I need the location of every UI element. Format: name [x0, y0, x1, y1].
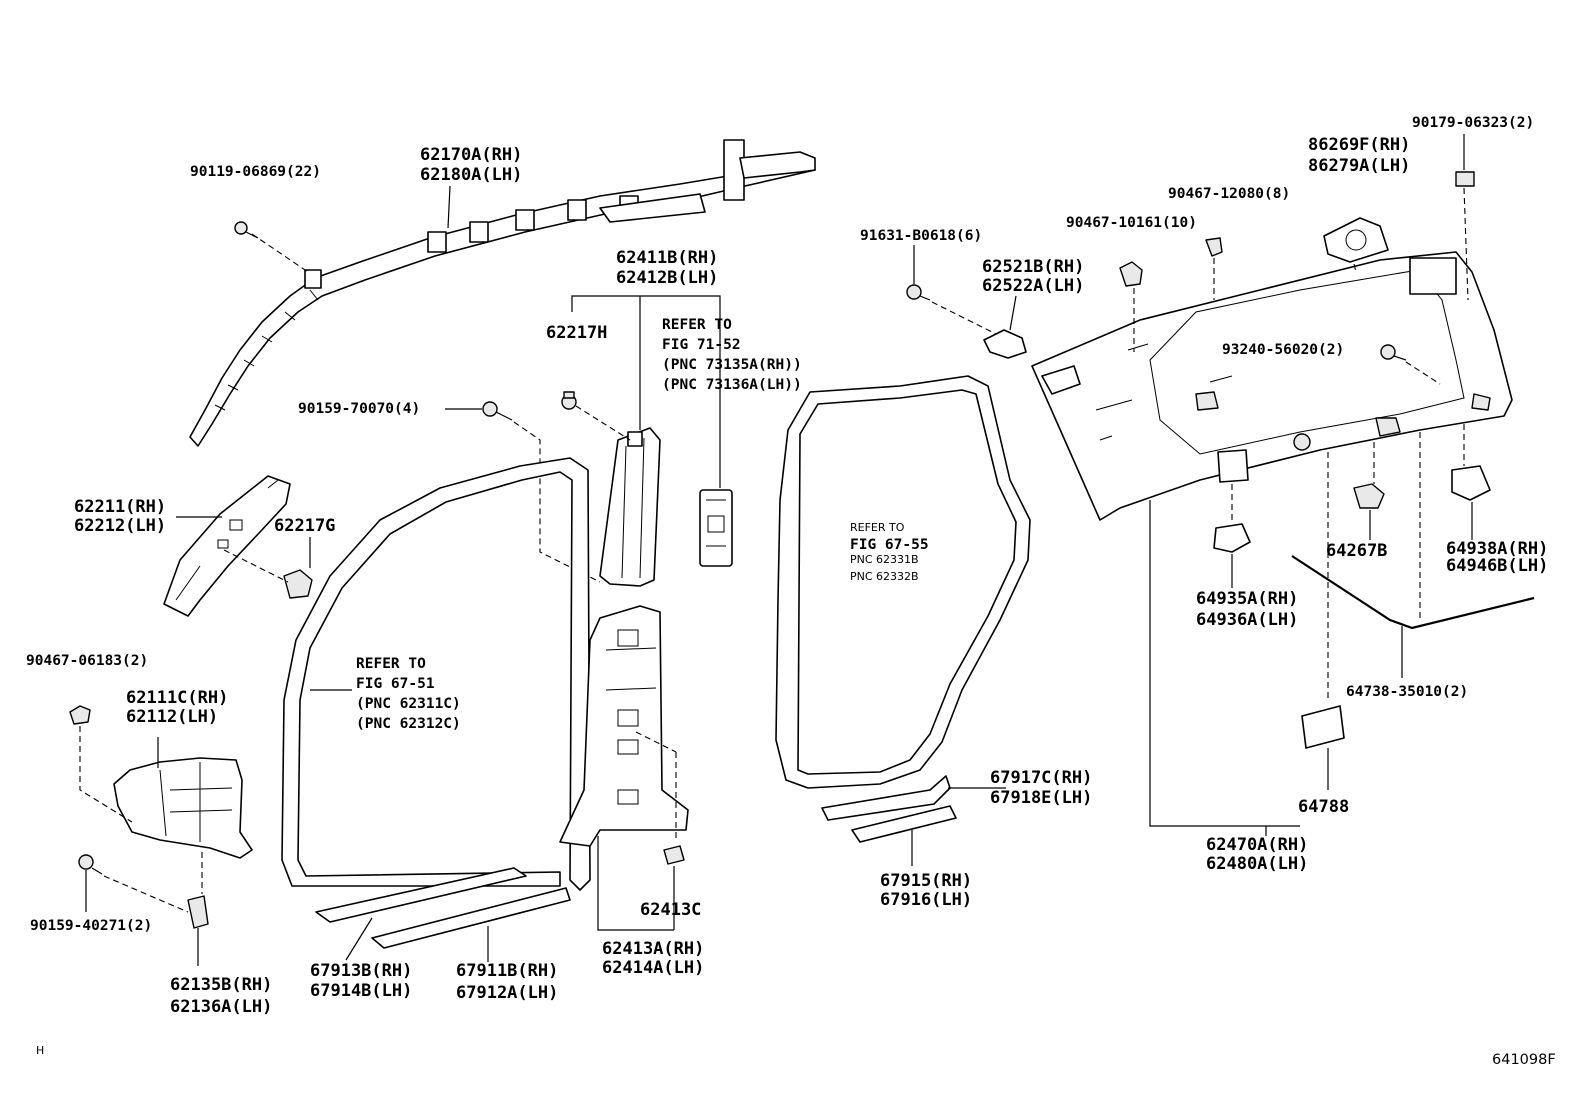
label-refer-71-52-a: REFER TO [662, 317, 732, 333]
clip-icon [187, 895, 209, 929]
label-62480a: 62480A(LH) [1206, 854, 1308, 874]
label-refer-67-51-a: REFER TO [356, 656, 426, 672]
pad-part [1301, 705, 1345, 749]
label-refer-71-52-b: FIG 71-52 [662, 337, 741, 353]
label-62522a: 62522A(LH) [982, 276, 1084, 296]
curtain-airbag-assembly [189, 139, 816, 447]
nut-icon [906, 284, 931, 301]
figure-id: 641098F [1492, 1052, 1556, 1068]
label-64946b: 64946B(LH) [1446, 556, 1548, 576]
label-67911b: 67911B(RH) [456, 961, 558, 981]
hook-part-lower [1213, 523, 1251, 553]
clip-icon [1353, 483, 1385, 509]
tie-down-hook-part [1451, 465, 1491, 501]
rear-door-opening-trim [775, 375, 1031, 789]
front-scuff-plate-inner [315, 867, 527, 923]
label-67913b: 67913B(RH) [310, 961, 412, 981]
label-86269f: 86269F(RH) [1308, 135, 1410, 155]
label-67912a: 67912A(LH) [456, 983, 558, 1003]
label-bolt-90119: 90119-06869(22) [190, 164, 321, 180]
label-bolt-90159-40271: 90159-40271(2) [30, 918, 152, 934]
clip-icon [1455, 171, 1475, 187]
label-clip-90467-06183: 90467-06183(2) [26, 653, 148, 669]
cowl-side-trim-board [113, 757, 253, 859]
label-refer-67-51-b: FIG 67-51 [356, 676, 435, 692]
label-refer-71-52-d: (PNC 73136A(LH)) [662, 377, 802, 393]
hook-part [1217, 449, 1249, 483]
label-clip-90467-12080: 90467-12080(8) [1168, 186, 1290, 202]
label-refer-67-55-c: PNC 62331B [850, 553, 919, 566]
label-86279a: 86279A(LH) [1308, 156, 1410, 176]
label-62112: 62112(LH) [126, 707, 218, 727]
label-refer-67-55-d: PNC 62332B [850, 570, 919, 583]
label-62111c: 62111C(RH) [126, 688, 228, 708]
bracket-part [983, 329, 1027, 359]
front-pillar-garnish [163, 475, 291, 617]
part-labels: 90119-06869(22) 62170A(RH) 62180A(LH) 62… [26, 115, 1556, 1068]
label-62521b: 62521B(RH) [982, 257, 1084, 277]
label-64936a: 64936A(LH) [1196, 610, 1298, 630]
label-62211: 62211(RH) [74, 497, 166, 517]
label-62414a: 62414A(LH) [602, 958, 704, 978]
label-refer-67-55-b: FIG 67-55 [850, 537, 929, 553]
label-nut-91631: 91631-B0618(6) [860, 228, 982, 244]
bolt-icon [482, 401, 513, 421]
bolt-icon [234, 221, 259, 239]
label-64267b: 64267B [1326, 541, 1387, 561]
label-62413a: 62413A(RH) [602, 939, 704, 959]
leader-line [251, 233, 309, 273]
label-clip-90467-10161: 90467-10161(10) [1066, 215, 1197, 231]
label-62217h: 62217H [546, 323, 607, 343]
label-62413c: 62413C [640, 900, 701, 920]
label-refer-67-51-c: (PNC 62311C) [356, 696, 461, 712]
clip-icon [283, 569, 313, 599]
clip-icon [663, 845, 685, 865]
light-lens-part [1323, 217, 1389, 263]
front-scuff-plate-outer [371, 887, 571, 949]
clip-icon [1205, 237, 1223, 257]
clip-icon [69, 705, 91, 725]
center-pillar-lower-garnish [559, 605, 689, 847]
label-67917c: 67917C(RH) [990, 768, 1092, 788]
label-67914b: 67914B(LH) [310, 981, 412, 1001]
label-62470a: 62470A(RH) [1206, 835, 1308, 855]
label-62411b: 62411B(RH) [616, 248, 718, 268]
label-64935a: 64935A(RH) [1196, 589, 1298, 609]
front-door-opening-trim [281, 457, 591, 891]
label-62217g: 62217G [274, 516, 335, 536]
bolt-icon [78, 854, 103, 875]
label-64788: 64788 [1298, 797, 1349, 817]
label-62135b: 62135B(RH) [170, 975, 272, 995]
label-62170a: 62170A(RH) [420, 145, 522, 165]
label-refer-67-55-a: REFER TO [850, 521, 905, 534]
label-bolt-90159-70070: 90159-70070(4) [298, 401, 420, 417]
clip-icon [561, 391, 577, 410]
label-refer-67-51-d: (PNC 62312C) [356, 716, 461, 732]
center-pillar-upper-garnish [599, 427, 661, 587]
label-62180a: 62180A(LH) [420, 165, 522, 185]
label-rod-64738: 64738-35010(2) [1346, 684, 1468, 700]
label-screw-93240: 93240-56020(2) [1222, 342, 1344, 358]
label-refer-71-52-c: (PNC 73135A(RH)) [662, 357, 802, 373]
label-67915: 67915(RH) [880, 871, 972, 891]
label-64938a: 64938A(RH) [1446, 539, 1548, 559]
rod-part [1291, 555, 1535, 630]
corner-mark: H [36, 1044, 44, 1057]
clip-icon [1119, 261, 1143, 287]
label-62212: 62212(LH) [74, 516, 166, 536]
label-67918e: 67918E(LH) [990, 788, 1092, 808]
screw-icon [1380, 344, 1407, 361]
label-62412b: 62412B(LH) [616, 268, 718, 288]
label-67916: 67916(LH) [880, 890, 972, 910]
rear-scuff-plate-lower [851, 805, 957, 843]
seatbelt-guide-part [699, 489, 733, 567]
label-clip-90179-06323: 90179-06323(2) [1412, 115, 1534, 131]
label-62136a: 62136A(LH) [170, 997, 272, 1017]
quarter-inside-trim-board [1031, 251, 1513, 521]
